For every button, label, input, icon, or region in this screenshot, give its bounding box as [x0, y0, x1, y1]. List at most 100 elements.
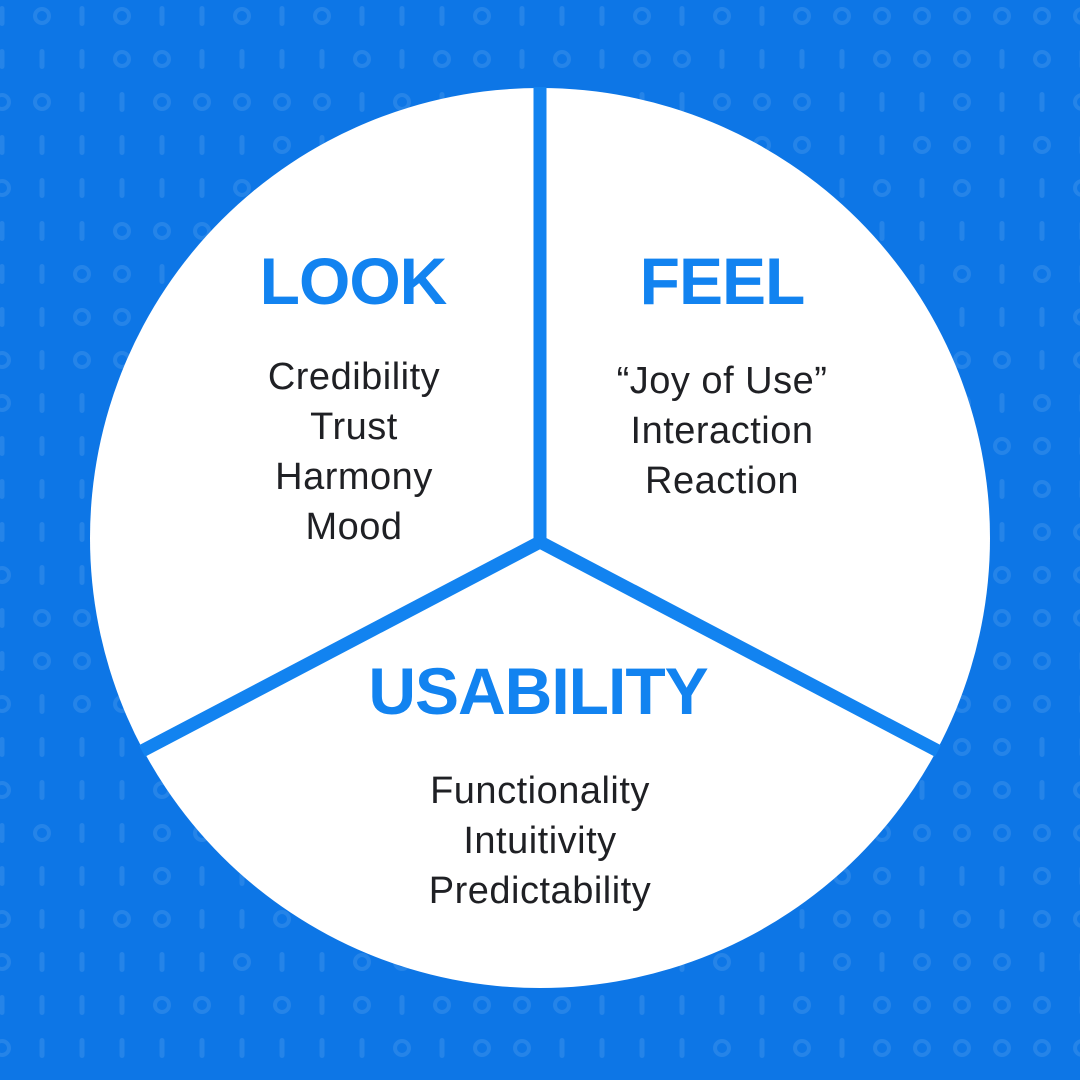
- binary-zero-glyph: [993, 824, 1011, 842]
- binary-one-glyph: [159, 135, 165, 155]
- binary-zero-glyph: [393, 1039, 411, 1057]
- binary-zero-glyph: [833, 7, 851, 25]
- binary-one-glyph: [999, 178, 1005, 198]
- binary-one-glyph: [679, 1038, 685, 1058]
- binary-one-glyph: [279, 952, 285, 972]
- binary-zero-glyph: [1073, 523, 1080, 541]
- binary-one-glyph: [999, 909, 1005, 929]
- binary-zero-glyph: [273, 136, 291, 154]
- binary-one-glyph: [0, 995, 5, 1015]
- binary-zero-glyph: [33, 93, 51, 111]
- binary-zero-glyph: [33, 824, 51, 842]
- binary-one-glyph: [439, 1038, 445, 1058]
- binary-zero-glyph: [353, 996, 371, 1014]
- binary-zero-glyph: [1073, 910, 1080, 928]
- binary-zero-glyph: [1033, 609, 1051, 627]
- binary-one-glyph: [119, 866, 125, 886]
- binary-one-glyph: [1039, 307, 1045, 327]
- binary-zero-glyph: [113, 910, 131, 928]
- binary-zero-glyph: [513, 1039, 531, 1057]
- binary-one-glyph: [839, 92, 845, 112]
- binary-zero-glyph: [913, 996, 931, 1014]
- binary-one-glyph: [39, 522, 45, 542]
- binary-zero-glyph: [0, 566, 11, 584]
- binary-zero-glyph: [913, 1039, 931, 1057]
- binary-zero-glyph: [153, 910, 171, 928]
- binary-one-glyph: [79, 952, 85, 972]
- binary-one-glyph: [839, 49, 845, 69]
- binary-one-glyph: [199, 1038, 205, 1058]
- binary-one-glyph: [359, 1038, 365, 1058]
- binary-zero-glyph: [713, 953, 731, 971]
- binary-zero-glyph: [633, 7, 651, 25]
- binary-zero-glyph: [153, 824, 171, 842]
- binary-one-glyph: [1039, 350, 1045, 370]
- binary-zero-glyph: [313, 93, 331, 111]
- binary-one-glyph: [39, 221, 45, 241]
- binary-one-glyph: [79, 909, 85, 929]
- binary-one-glyph: [399, 49, 405, 69]
- binary-zero-glyph: [753, 93, 771, 111]
- binary-one-glyph: [999, 221, 1005, 241]
- binary-zero-glyph: [33, 7, 51, 25]
- binary-zero-glyph: [1033, 652, 1051, 670]
- binary-one-glyph: [319, 49, 325, 69]
- binary-zero-glyph: [1033, 1039, 1051, 1057]
- binary-one-glyph: [599, 6, 605, 26]
- binary-zero-glyph: [353, 50, 371, 68]
- segment-heading-look: LOOK: [259, 244, 448, 318]
- binary-zero-glyph: [953, 7, 971, 25]
- binary-one-glyph: [959, 866, 965, 886]
- binary-zero-glyph: [953, 265, 971, 283]
- binary-one-glyph: [0, 135, 5, 155]
- binary-one-glyph: [239, 1038, 245, 1058]
- binary-one-glyph: [919, 264, 925, 284]
- binary-one-glyph: [999, 49, 1005, 69]
- binary-zero-glyph: [73, 308, 91, 326]
- binary-zero-glyph: [1073, 566, 1080, 584]
- binary-one-glyph: [999, 135, 1005, 155]
- binary-one-glyph: [0, 49, 5, 69]
- binary-one-glyph: [39, 952, 45, 972]
- segment-item: Functionality: [430, 770, 650, 812]
- binary-one-glyph: [239, 909, 245, 929]
- binary-one-glyph: [679, 92, 685, 112]
- binary-one-glyph: [159, 952, 165, 972]
- binary-zero-glyph: [193, 93, 211, 111]
- segment-item: Intuitivity: [463, 820, 617, 862]
- binary-zero-glyph: [713, 93, 731, 111]
- binary-one-glyph: [999, 307, 1005, 327]
- binary-one-glyph: [279, 1038, 285, 1058]
- binary-one-glyph: [39, 1038, 45, 1058]
- binary-zero-glyph: [233, 179, 251, 197]
- binary-zero-glyph: [73, 265, 91, 283]
- binary-zero-glyph: [913, 953, 931, 971]
- binary-one-glyph: [39, 565, 45, 585]
- binary-zero-glyph: [873, 996, 891, 1014]
- binary-one-glyph: [79, 479, 85, 499]
- binary-one-glyph: [959, 221, 965, 241]
- binary-zero-glyph: [993, 781, 1011, 799]
- binary-zero-glyph: [1073, 609, 1080, 627]
- binary-one-glyph: [159, 264, 165, 284]
- binary-zero-glyph: [1033, 996, 1051, 1014]
- binary-zero-glyph: [1073, 824, 1080, 842]
- binary-one-glyph: [679, 995, 685, 1015]
- binary-one-glyph: [79, 393, 85, 413]
- binary-one-glyph: [639, 1038, 645, 1058]
- binary-zero-glyph: [873, 179, 891, 197]
- binary-one-glyph: [0, 823, 5, 843]
- binary-zero-glyph: [993, 351, 1011, 369]
- binary-one-glyph: [79, 995, 85, 1015]
- binary-one-glyph: [39, 49, 45, 69]
- binary-zero-glyph: [953, 824, 971, 842]
- binary-zero-glyph: [833, 953, 851, 971]
- binary-one-glyph: [239, 49, 245, 69]
- binary-zero-glyph: [33, 652, 51, 670]
- binary-zero-glyph: [153, 50, 171, 68]
- segment-item: Reaction: [645, 460, 799, 502]
- binary-one-glyph: [119, 1038, 125, 1058]
- binary-zero-glyph: [713, 7, 731, 25]
- binary-one-glyph: [919, 780, 925, 800]
